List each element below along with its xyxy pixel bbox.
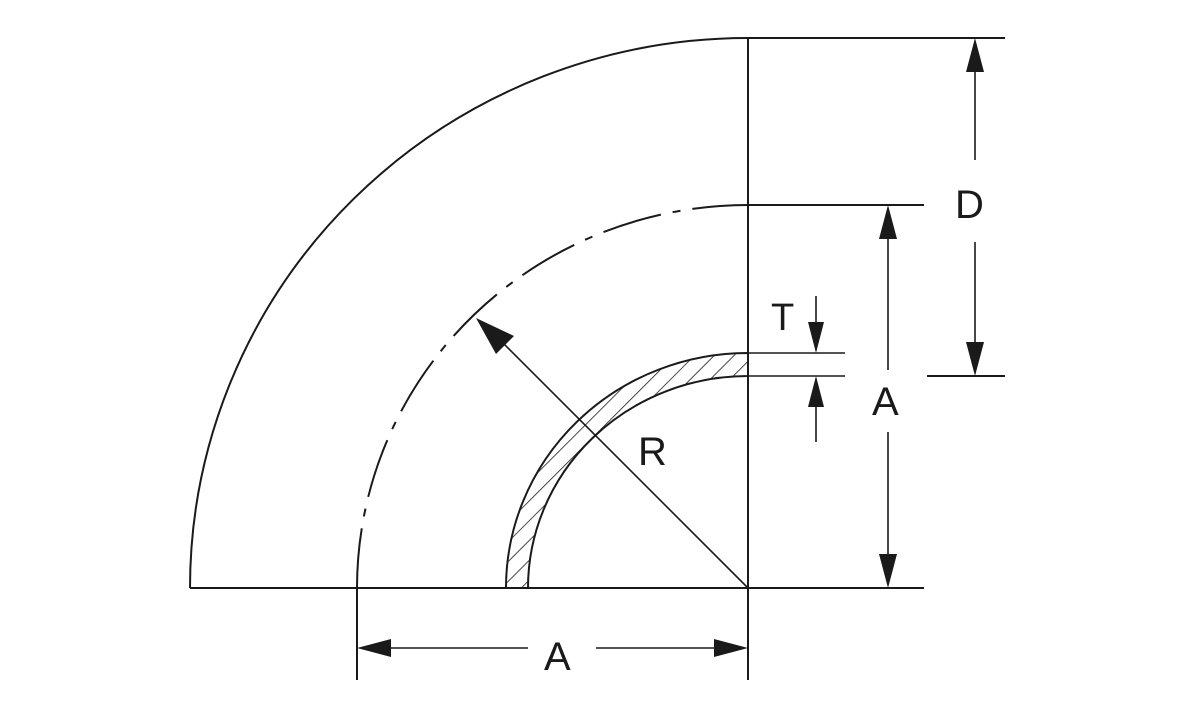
t-arrow-down (808, 322, 824, 353)
a-vertical-label: A (872, 380, 899, 424)
a-vertical-arrow-bottom (879, 554, 897, 588)
radius-arrowhead (476, 318, 514, 354)
d-arrow-bottom (966, 342, 984, 376)
r-label: R (638, 430, 667, 474)
outer-arc (189, 37, 749, 589)
radius-line (489, 329, 749, 589)
a-vertical-arrow-top (879, 205, 897, 239)
a-horizontal-arrow-right (714, 639, 748, 657)
t-arrow-up (808, 376, 824, 407)
t-label: T (771, 297, 794, 339)
d-arrow-top (966, 38, 984, 72)
a-horizontal-arrow-left (357, 639, 391, 657)
a-horizontal-label: A (544, 635, 571, 679)
d-label: D (955, 183, 984, 227)
centerline-arc (356, 204, 749, 589)
